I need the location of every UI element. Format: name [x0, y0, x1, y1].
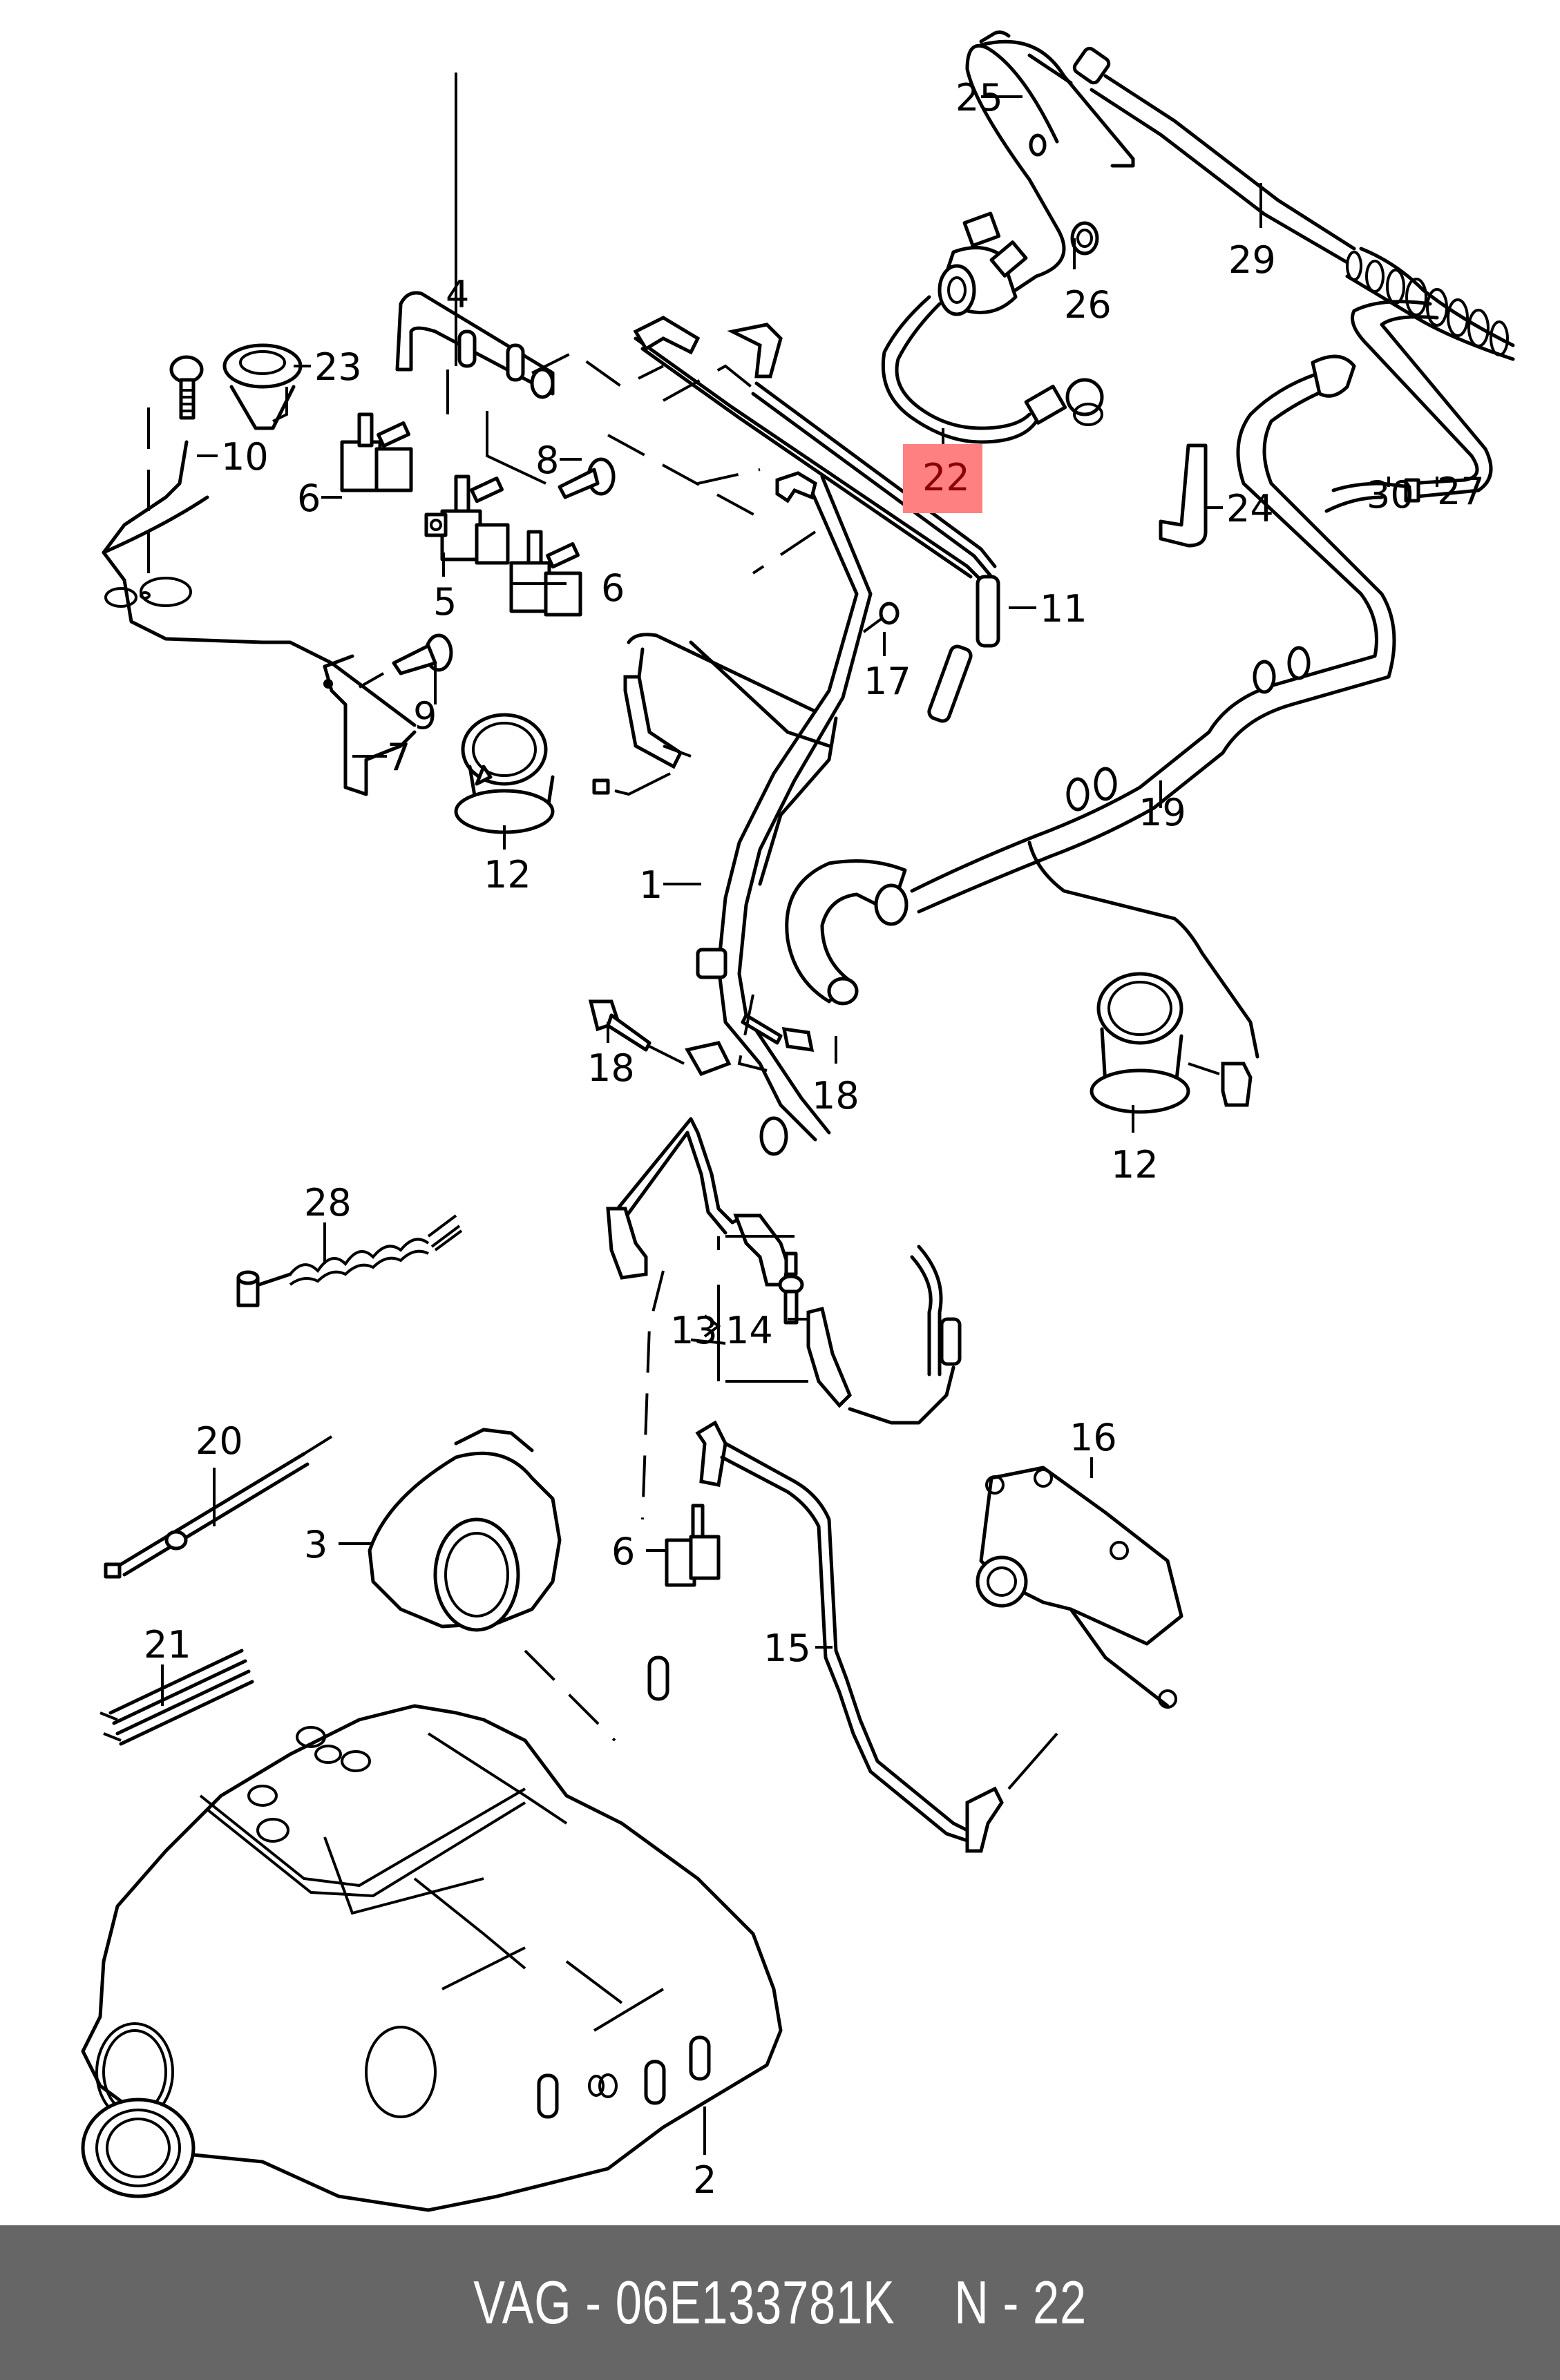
- part-18-fittings: [588, 994, 815, 1077]
- part-17-nut: [862, 602, 900, 633]
- callout-10[interactable]: 10: [221, 435, 269, 479]
- part-11-pipe-bundle: [633, 316, 1000, 723]
- callout-19[interactable]: 19: [1139, 791, 1186, 834]
- part-28-bellows: [236, 1214, 463, 1307]
- callout-17[interactable]: 17: [864, 660, 911, 703]
- callout-6-upper-left[interactable]: 6: [297, 477, 321, 520]
- callout-3[interactable]: 3: [304, 1523, 327, 1566]
- brand-label: VAG: [473, 2268, 572, 2336]
- part-22-valve-hose: [881, 211, 1104, 444]
- part-16-bracket: [976, 1466, 1183, 1709]
- part-8-bolt: [558, 457, 616, 499]
- callout-18-right[interactable]: 18: [812, 1074, 859, 1117]
- callout-16[interactable]: 16: [1069, 1416, 1117, 1459]
- callout-4[interactable]: 4: [446, 273, 469, 316]
- footer-text: VAG - 06E133781K N - 22: [473, 2267, 1087, 2338]
- callout-leaders: [161, 73, 1438, 2155]
- callout-6-lower[interactable]: 6: [611, 1530, 635, 1573]
- part-26-clamp: [1070, 221, 1099, 256]
- part-14-check-valve: [778, 1251, 804, 1325]
- callout-15[interactable]: 15: [763, 1626, 811, 1670]
- part-2-intake-manifold: [81, 1656, 783, 2212]
- part-number: 06E133781K: [615, 2268, 895, 2336]
- separator-2: -: [1002, 2268, 1020, 2336]
- part-1-hose-assembly: [623, 471, 873, 1156]
- callout-28[interactable]: 28: [304, 1181, 352, 1225]
- callout-29[interactable]: 29: [1228, 238, 1276, 282]
- callout-11[interactable]: 11: [1040, 587, 1087, 631]
- callout-20[interactable]: 20: [196, 1419, 243, 1463]
- part-6-valve-upper-left: [340, 412, 413, 492]
- callout-5[interactable]: 5: [433, 580, 457, 624]
- callout-18-left[interactable]: 18: [587, 1046, 635, 1090]
- position-prefix: N: [954, 2268, 989, 2336]
- callout-12-right[interactable]: 12: [1111, 1143, 1159, 1187]
- callout-13[interactable]: 13: [670, 1309, 718, 1352]
- part-5-valve: [424, 474, 510, 565]
- part-21-cable-ties: [99, 1649, 254, 1746]
- separator: -: [585, 2268, 602, 2336]
- highlight-box-22: [903, 444, 982, 513]
- callout-23[interactable]: 23: [314, 345, 362, 389]
- part-12-valve-left: [454, 713, 692, 834]
- callout-8[interactable]: 8: [535, 439, 559, 482]
- callout-7[interactable]: 7: [387, 736, 410, 779]
- callout-24[interactable]: 24: [1226, 487, 1274, 530]
- part-20-cable-tie: [104, 1435, 333, 1579]
- callout-6-middle[interactable]: 6: [601, 566, 625, 610]
- part-3-throttle-body: [368, 1428, 616, 1742]
- callout-14[interactable]: 14: [725, 1309, 773, 1352]
- part-elbow-connector: [785, 859, 909, 1006]
- parts-diagram: 1 2 3 4 5 6 6 6 7 8 9 10 11 12 12 13 14 …: [81, 30, 1515, 2212]
- part-10-bolt: [169, 355, 204, 420]
- part-6-valve-lower: [665, 1420, 727, 1587]
- part-4-manifold: [272, 291, 555, 485]
- callout-9[interactable]: 9: [413, 694, 437, 738]
- part-7-bracket: [102, 407, 417, 796]
- part-13-hose-set: [606, 1117, 962, 1520]
- callout-1[interactable]: 1: [639, 863, 663, 907]
- part-15-hose: [720, 1441, 1058, 1853]
- position-number: 22: [1032, 2268, 1087, 2336]
- callout-22-highlighted[interactable]: 22: [922, 456, 970, 499]
- callout-30[interactable]: 30: [1367, 473, 1414, 517]
- part-30-hose: [1324, 481, 1411, 513]
- callout-labels: 1 2 3 4 5 6 6 6 7 8 9 10 11 12 12 13 14 …: [144, 76, 1485, 2202]
- callout-25[interactable]: 25: [955, 76, 1003, 119]
- part-number-footer: VAG - 06E133781K N - 22: [0, 2225, 1560, 2380]
- part-23-grommet: [222, 343, 303, 430]
- part-9-bolt: [359, 633, 453, 689]
- part-12-valve-right: [1027, 841, 1259, 1114]
- callout-26[interactable]: 26: [1064, 283, 1112, 327]
- callout-2[interactable]: 2: [693, 2158, 716, 2202]
- part-25-hose: [965, 30, 1135, 292]
- part-6-valve-middle: [509, 530, 582, 617]
- dashed-leaders-upper: [531, 350, 817, 575]
- callout-27[interactable]: 27: [1437, 470, 1485, 513]
- part-24-clip: [1159, 443, 1208, 548]
- callout-12-left[interactable]: 12: [484, 853, 531, 896]
- callout-21[interactable]: 21: [144, 1623, 191, 1667]
